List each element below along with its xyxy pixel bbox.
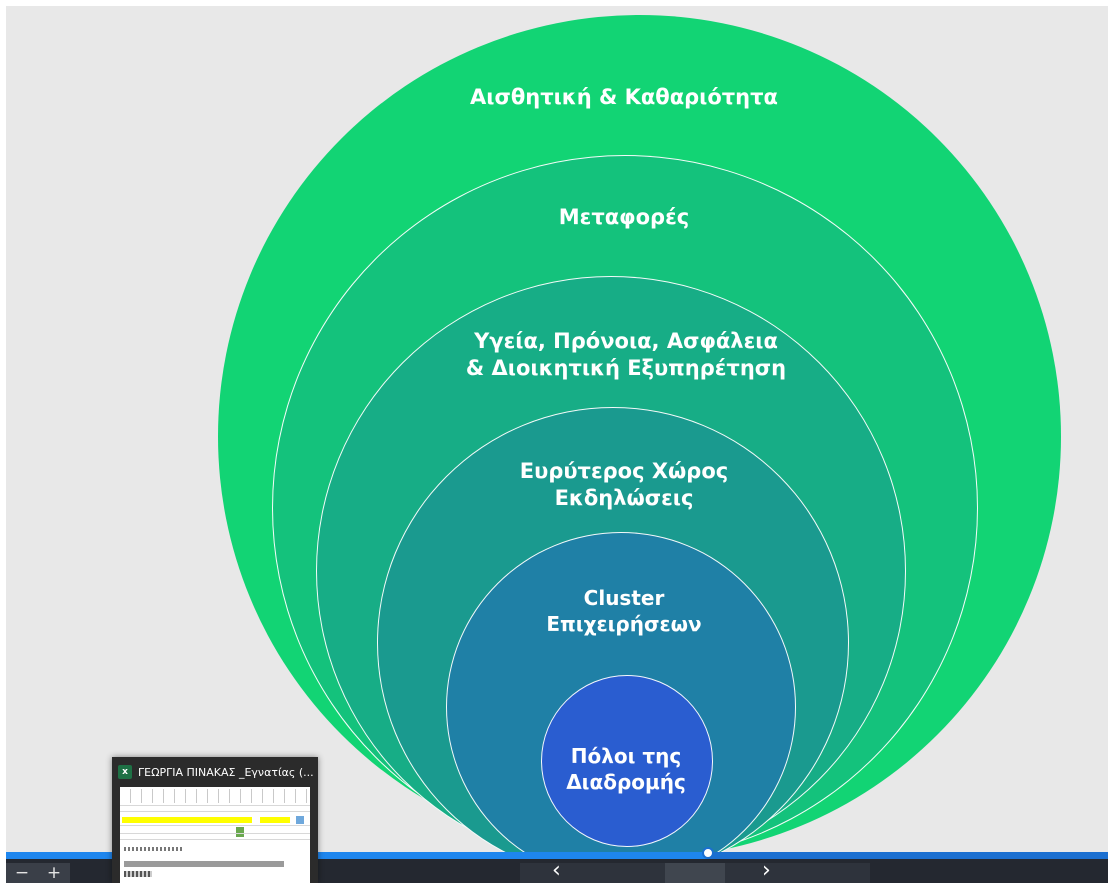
ring-label-wider-area: Ευρύτερος Χώρος Εκδηλώσεις [519,459,729,510]
ring-label-aesthetics: Αισθητική & Καθαριότητα [470,85,778,109]
zoom-in-button[interactable]: + [46,863,62,883]
zoom-controls: − + [6,863,70,883]
progress-handle[interactable] [701,847,714,859]
preview-title-bar: x ΓΕΩΡΓΙΑ ΠΙΝΑΚΑΣ _Εγνατίας (... [118,764,314,780]
previous-slide-button[interactable]: ‹ [552,858,561,883]
taskbar-window-preview[interactable]: x ΓΕΩΡΓΙΑ ΠΙΝΑΚΑΣ _Εγνατίας (... [112,757,318,883]
next-slide-button[interactable]: › [762,858,771,883]
progress-fill [6,852,708,859]
ring-label-health: Υγεία, Πρόνοια, Ασφάλεια & Διοικητική Εξ… [465,329,787,380]
excel-icon: x [118,765,132,779]
ring-label-route-poles: Πόλοι της Διαδρομής [566,744,686,794]
ring-label-cluster: Cluster Επιχειρήσεων [546,586,702,636]
progress-track[interactable] [6,852,1108,859]
nav-current-indicator [665,863,725,883]
zoom-out-button[interactable]: − [14,863,30,883]
slide-navigation: ‹ › [520,859,870,883]
preview-window-title: ΓΕΩΡΓΙΑ ΠΙΝΑΚΑΣ _Εγνατίας (... [138,765,314,779]
ring-label-transport: Μεταφορές [558,205,690,229]
ring-route-poles [541,675,713,847]
presentation-slide: Αισθητική & Καθαριότητα Μεταφορές Υγεία,… [6,6,1108,856]
spreadsheet-thumbnail [120,787,310,883]
